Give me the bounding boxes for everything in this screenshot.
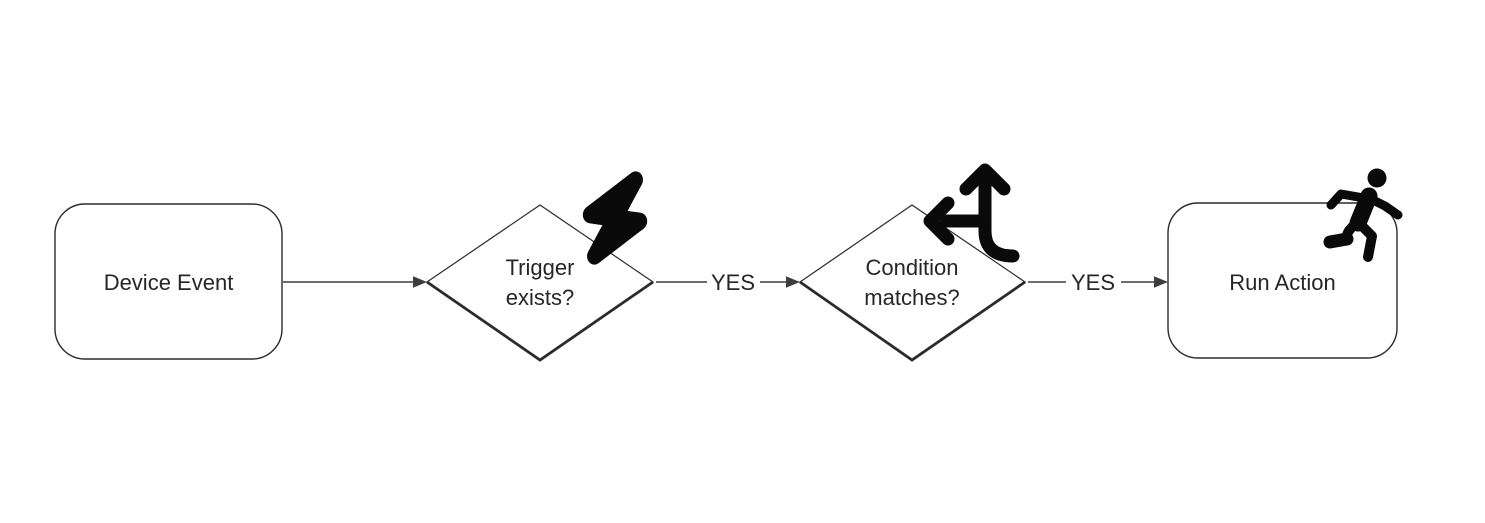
trigger-diamond-shade	[426, 280, 654, 362]
condition-diamond-shade	[799, 280, 1026, 362]
connector-trigger-to-condition: YES	[656, 270, 800, 295]
trigger-label-line2: exists?	[506, 285, 574, 310]
connector-condition-to-runaction: YES	[1028, 270, 1168, 295]
arrowhead-icon	[413, 276, 427, 288]
lightning-bolt-icon	[582, 171, 648, 265]
yes-label-2: YES	[1071, 270, 1115, 295]
split-arrows-icon	[923, 163, 1020, 263]
condition-label-line2: matches?	[864, 285, 959, 310]
node-condition-matches: Condition matches?	[798, 163, 1027, 362]
node-device-event: Device Event	[54, 203, 283, 360]
connector-device-to-trigger	[283, 276, 427, 288]
arrowhead-icon	[1154, 276, 1168, 288]
device-event-label: Device Event	[104, 270, 234, 295]
condition-label-line1: Condition	[866, 255, 959, 280]
device-event-box	[54, 203, 283, 360]
run-action-label: Run Action	[1229, 270, 1335, 295]
trigger-label-line1: Trigger	[506, 255, 575, 280]
node-run-action: Run Action	[1167, 168, 1403, 359]
node-trigger-exists: Trigger exists?	[425, 171, 655, 362]
yes-label-1: YES	[711, 270, 755, 295]
person-running-icon	[1323, 168, 1403, 262]
arrowhead-icon	[786, 276, 800, 288]
